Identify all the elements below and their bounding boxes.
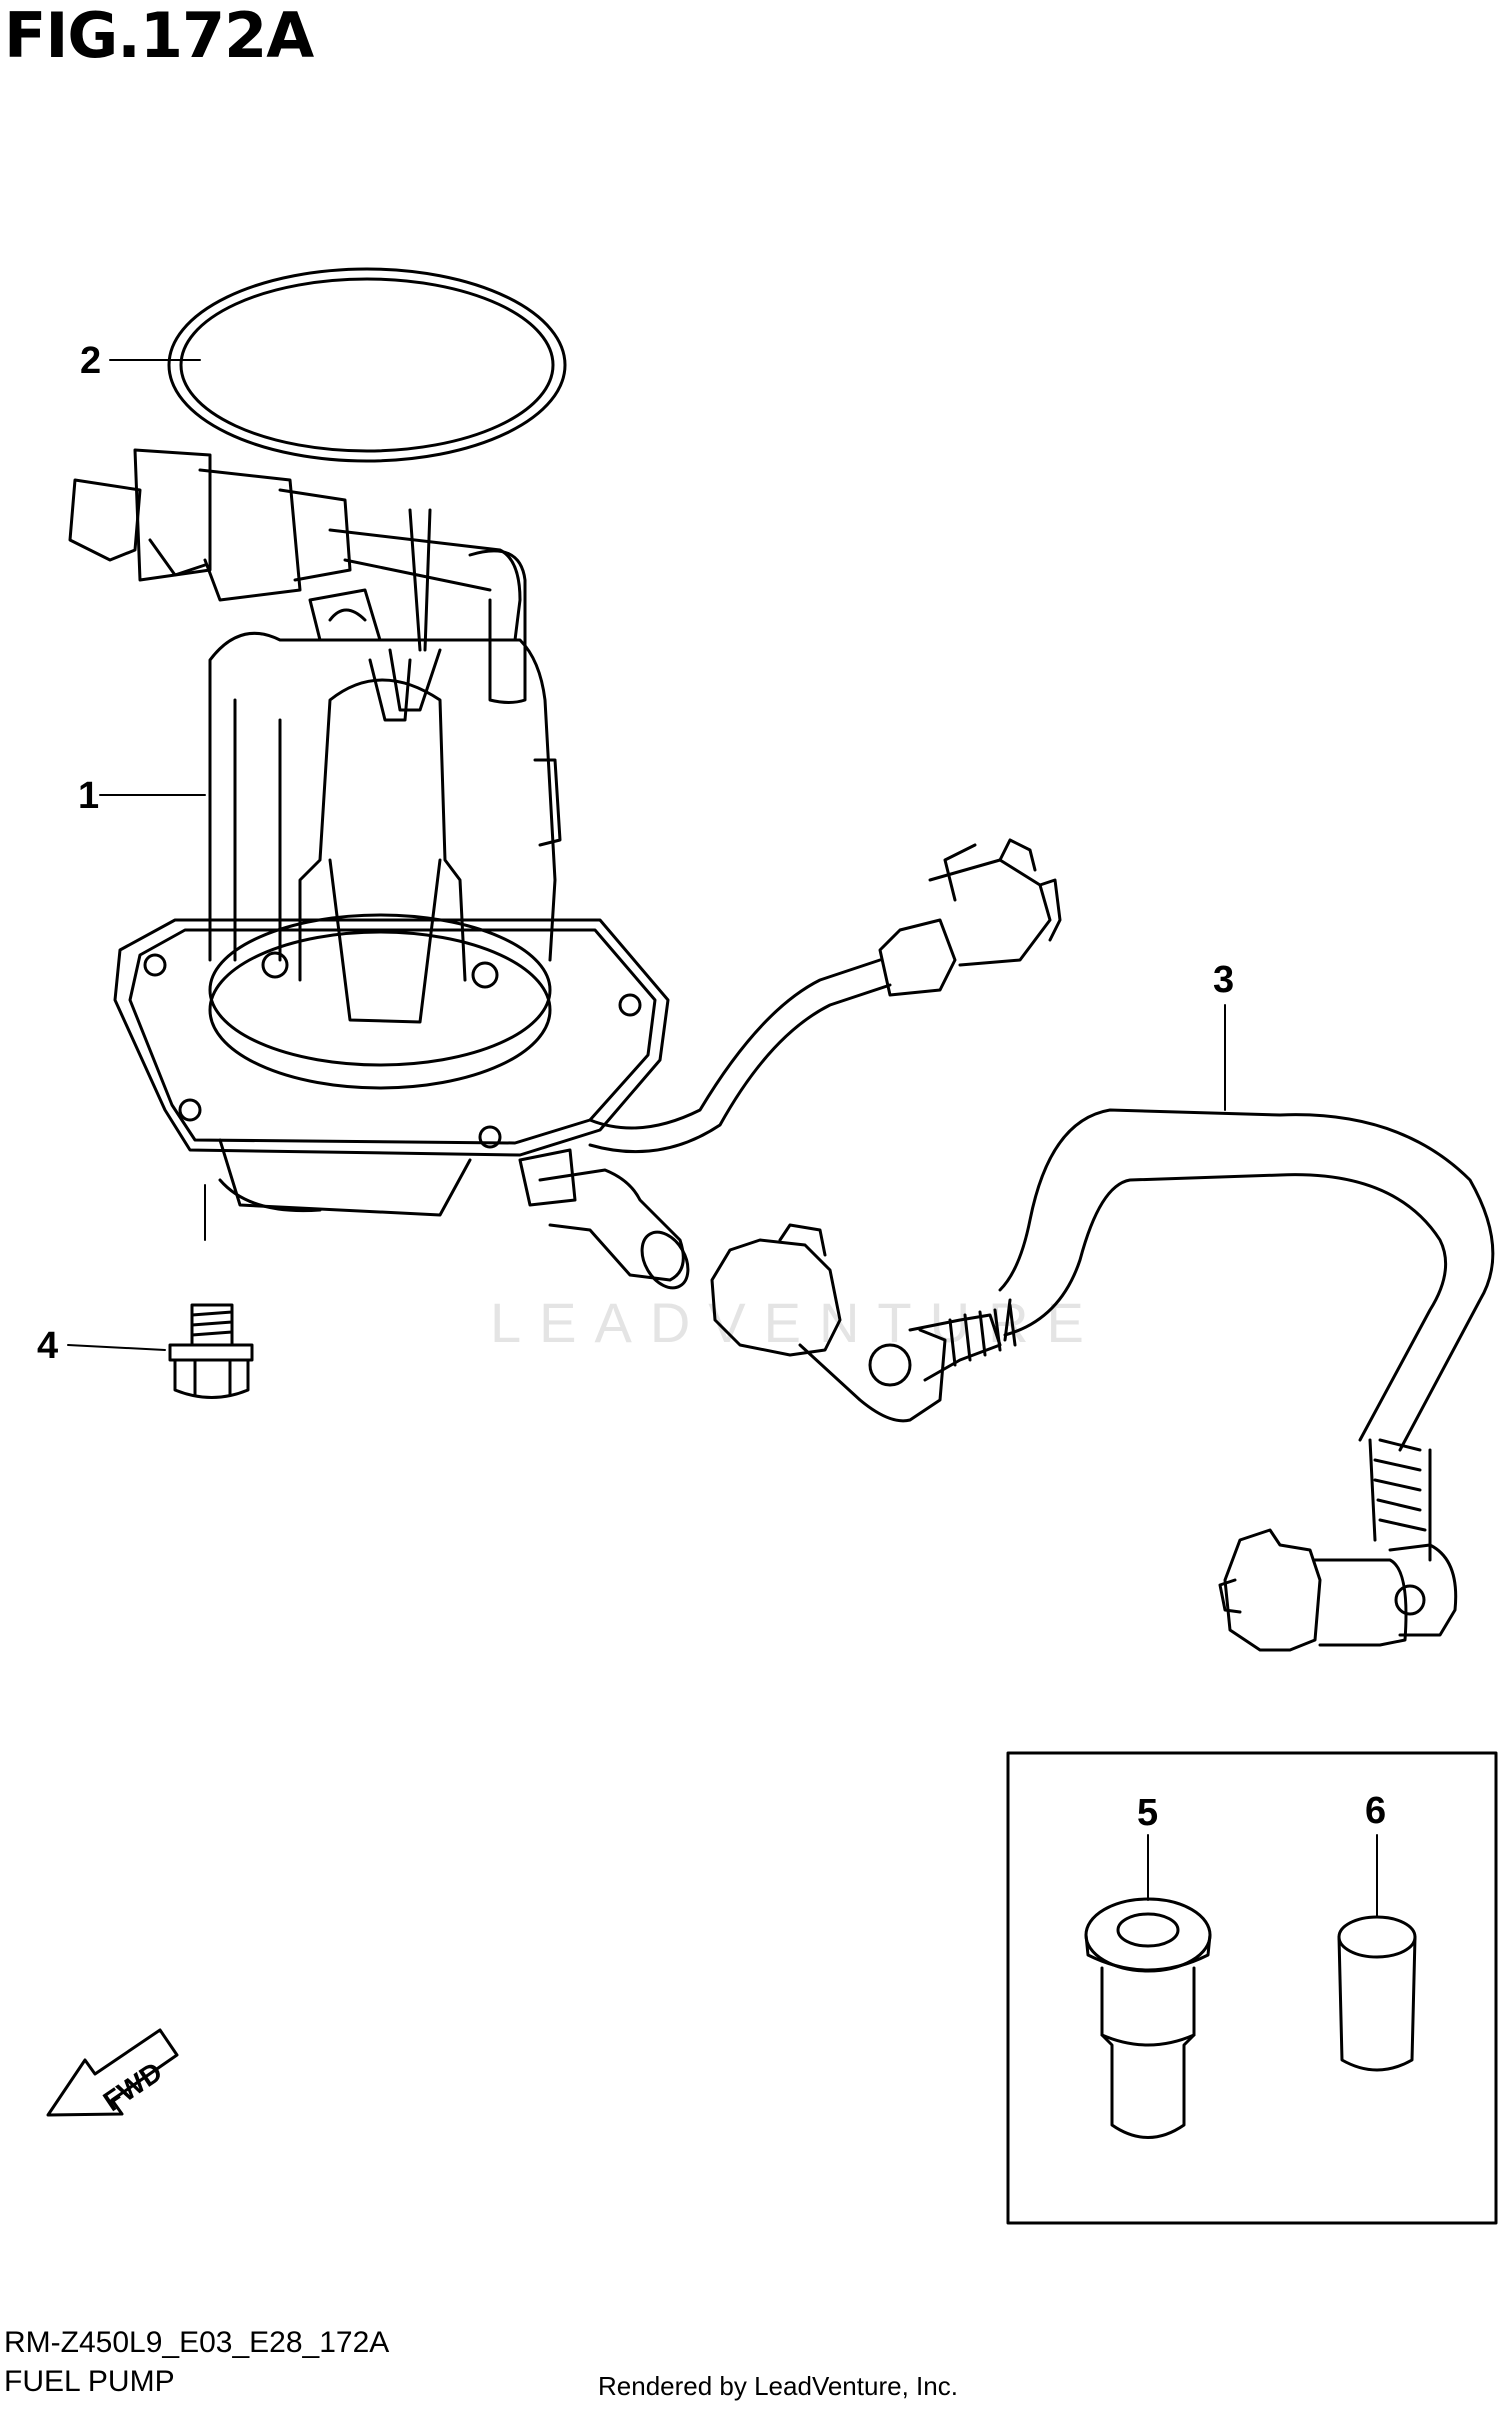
cap-small-part (1337, 1915, 1417, 2072)
inset-box (1006, 1751, 1498, 2225)
model-code: RM-Z450L9_E03_E28_172A (4, 2326, 390, 2359)
callout-3: 3 (1213, 959, 1234, 1001)
callout-1: 1 (78, 775, 99, 817)
fwd-arrow-icon (46, 2028, 179, 2117)
callout-2: 2 (80, 340, 101, 382)
callout-5: 5 (1137, 1792, 1158, 1834)
o-ring-part (167, 267, 567, 463)
bolt-part (168, 1303, 254, 1399)
fuel-hose-part (710, 1108, 1495, 1652)
render-credit: Rendered by LeadVenture, Inc. (598, 2371, 958, 2401)
fuel-pump-assembly-part (68, 448, 1062, 1290)
callout-4: 4 (37, 1325, 58, 1367)
callout-6: 6 (1365, 1790, 1386, 1832)
part-name: FUEL PUMP (4, 2365, 175, 2398)
figure-title: FIG.172A (4, 0, 314, 72)
cap-part (1084, 1897, 1212, 2139)
